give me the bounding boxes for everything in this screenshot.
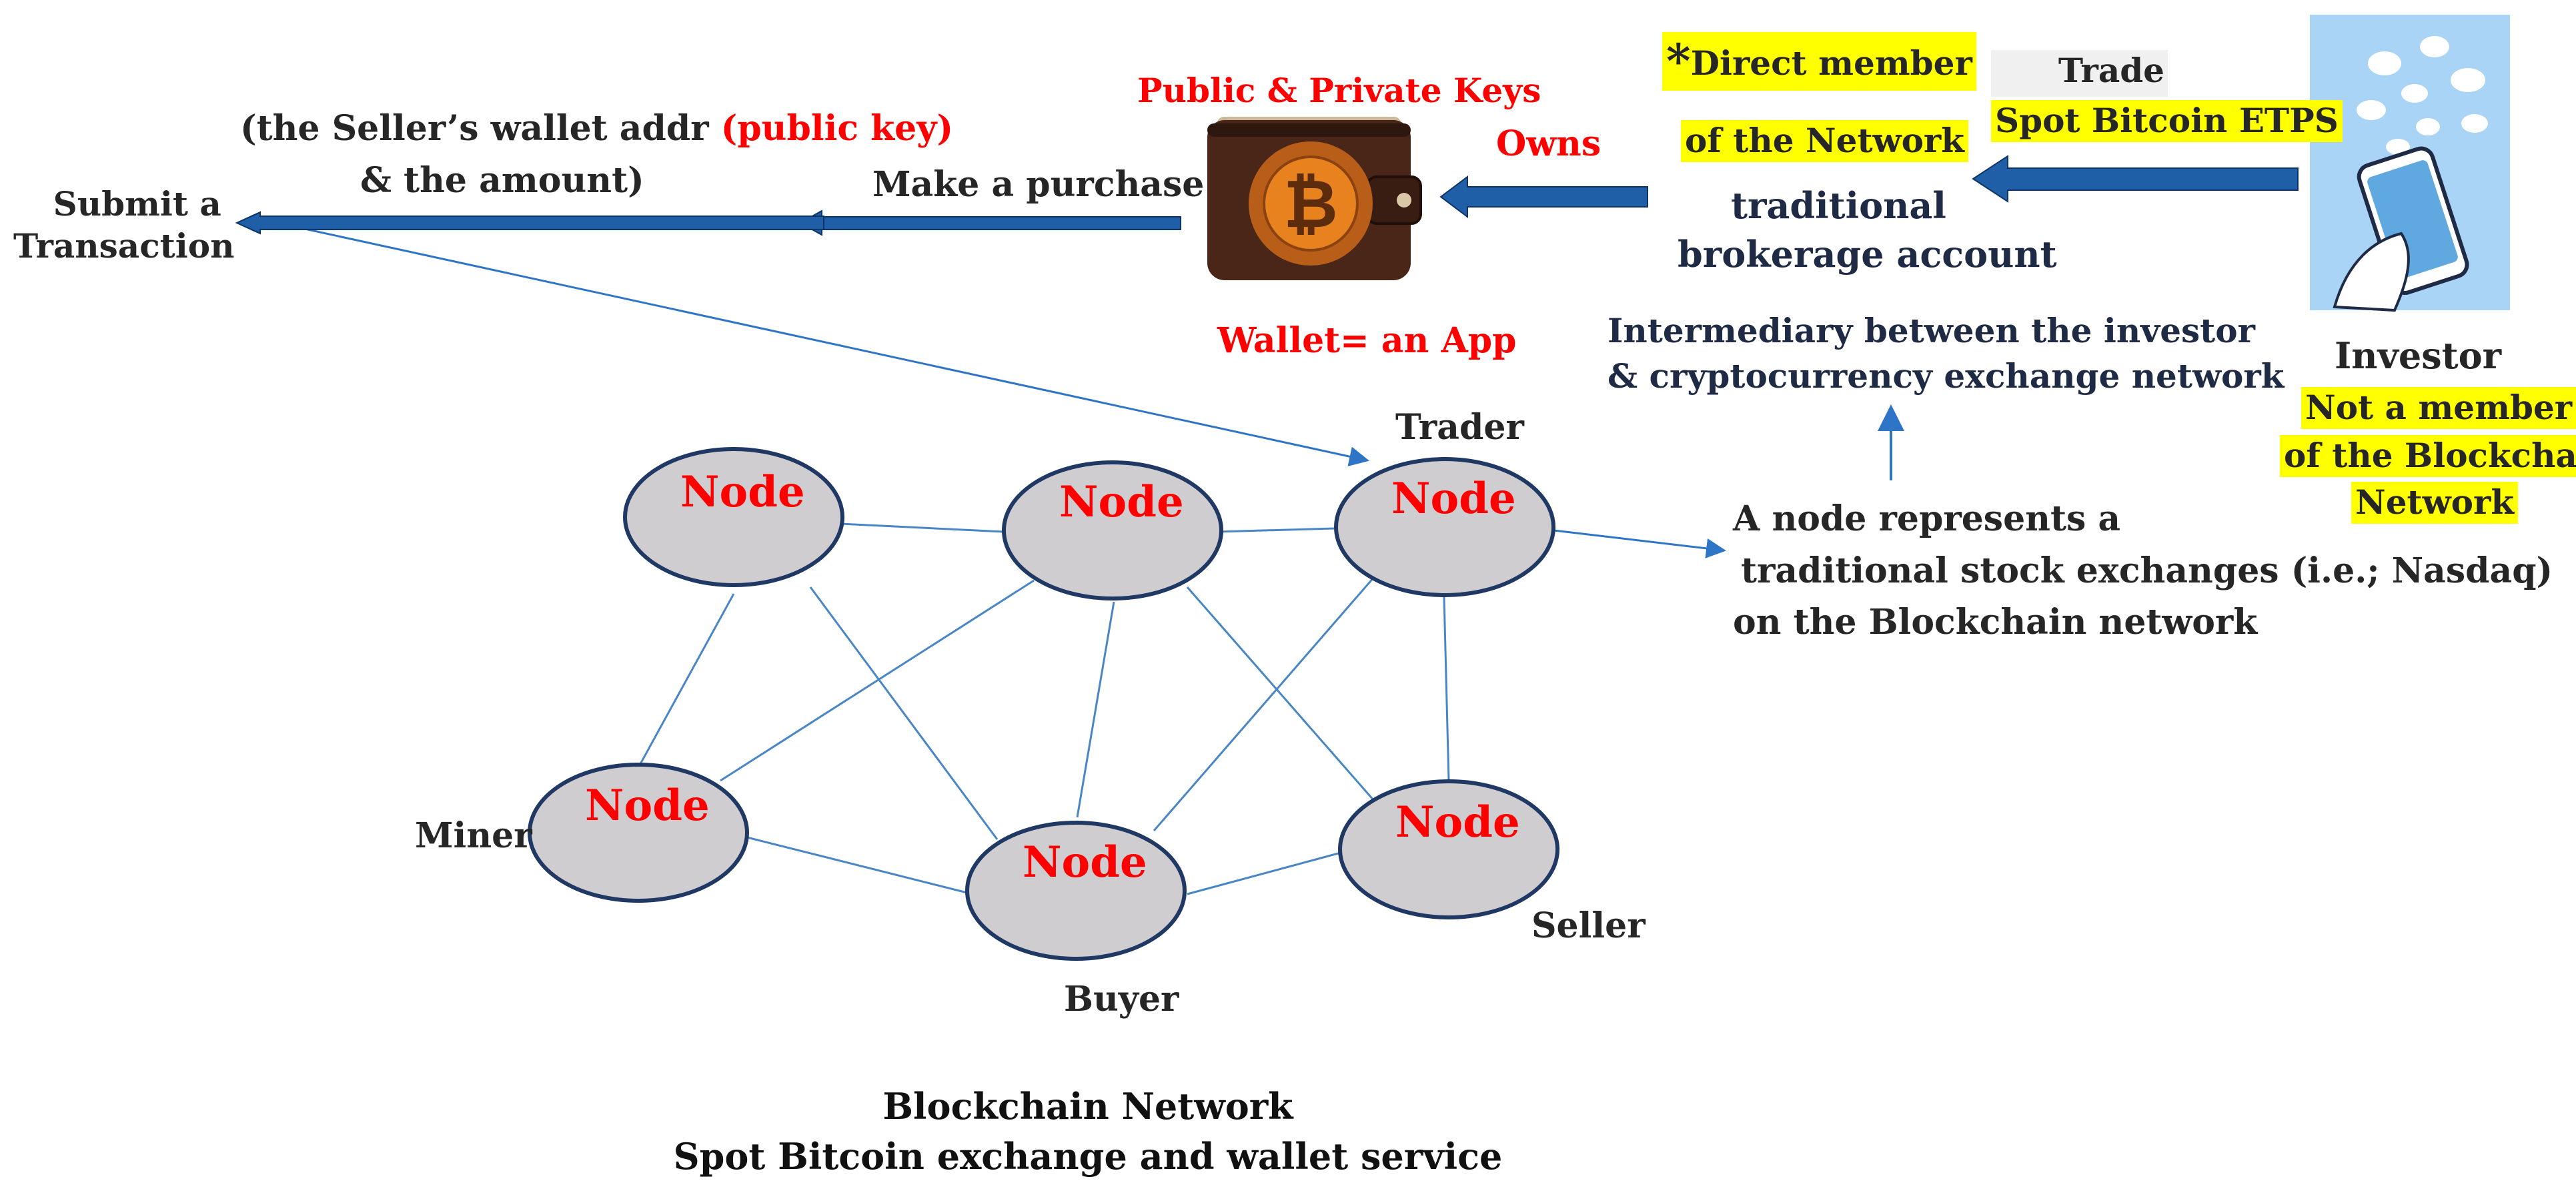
node-ellipses (528, 447, 1559, 961)
node-label-1: Node (680, 467, 805, 517)
block-arrows (235, 155, 2299, 236)
node-note-line1: A node represents a (1733, 498, 2121, 539)
edge-n1-n5 (809, 586, 999, 840)
seller-wallet-line1: (the Seller’s wallet addr (public key) (240, 107, 953, 150)
footer-line1: Blockchain Network (882, 1085, 1293, 1128)
edge-n5-n6 (1187, 851, 1341, 895)
node-label-5: Node (1023, 837, 1147, 887)
direct-member-label: *Direct member (1662, 32, 1976, 91)
brokerage-line1: traditional (1731, 184, 1946, 227)
seller-label: Seller (1531, 905, 1646, 946)
submit-arrow (235, 211, 824, 235)
intermediary-line2: & cryptocurrency exchange network (1607, 356, 2285, 396)
node-ellipse-5 (965, 821, 1187, 961)
investor-note1: Not a member (2301, 387, 2576, 429)
submit-line2: Transaction (13, 226, 235, 266)
node-label-4: Node (585, 781, 710, 831)
svg-text:₿: ₿ (1283, 165, 1338, 243)
transaction-to-trader-arrow (279, 222, 1369, 466)
intermediary-line1: Intermediary between the investor (1607, 311, 2255, 350)
brokerage-line2: brokerage account (1678, 233, 2057, 276)
trade-label: Trade (1991, 50, 2168, 97)
edge-n2-n5 (1076, 601, 1115, 818)
node-ellipse-1 (623, 447, 844, 587)
owns-arrow (1439, 175, 1648, 218)
footer-line2: Spot Bitcoin exchange and wallet service (673, 1135, 1503, 1178)
public-key-label: (public key) (720, 108, 954, 149)
member-star: * (1666, 33, 1691, 89)
edge-n1-n4 (639, 593, 735, 765)
node-note-arrow (1553, 529, 1726, 558)
public-private-keys-label: Public & Private Keys (1137, 71, 1541, 110)
node-ellipse-3 (1334, 457, 1555, 597)
trade-arrow (1972, 155, 2299, 203)
member-line1: Direct member (1690, 43, 1972, 83)
edge-n2-n4 (720, 579, 1035, 782)
edge-n3-n6 (1443, 596, 1450, 781)
buyer-label: Buyer (1064, 979, 1179, 1020)
node-ellipse-2 (1002, 460, 1223, 601)
bitcoin-wallet-icon: ₿ (1207, 117, 1422, 280)
network-edges (639, 522, 1450, 895)
spot-bitcoin-etps-label: Spot Bitcoin ETPS (1991, 100, 2343, 142)
node-ellipse-6 (1338, 779, 1559, 919)
node-note-line3: on the Blockchain network (1733, 602, 2258, 643)
edge-n1-n2 (840, 522, 1005, 533)
submit-line1: Submit a (53, 184, 221, 224)
seller-wallet-prefix: (the Seller’s wallet addr (240, 108, 721, 149)
edge-n4-n5 (746, 836, 968, 894)
investor-phone-icon (2310, 15, 2510, 312)
node-label-3: Node (1391, 474, 1516, 524)
owns-label: Owns (1496, 123, 1601, 164)
node-label-2: Node (1059, 477, 1184, 527)
wallet-app-label: Wallet= an App (1217, 320, 1517, 361)
miner-label: Miner (415, 815, 532, 856)
node-ellipse-4 (528, 763, 749, 903)
seller-wallet-line2: & the amount) (360, 160, 644, 201)
member-line2: of the Network (1681, 120, 1968, 162)
purchase-arrow (798, 210, 1181, 236)
edge-n3-n5 (1153, 576, 1375, 831)
node-label-6: Node (1395, 797, 1520, 847)
trader-label: Trader (1395, 407, 1524, 448)
make-purchase-label: Make a purchase (872, 164, 1205, 205)
submit-transaction-label: Submit a Transaction (13, 183, 234, 267)
investor-note2: of the Blockchain (2280, 435, 2576, 477)
investor-note3: Network (2351, 482, 2518, 524)
node-note-line2: traditional stock exchanges (i.e.; Nasda… (1741, 550, 2553, 591)
investor-label: Investor (2335, 334, 2502, 377)
edge-n2-n6 (1186, 586, 1375, 801)
edge-n2-n3 (1217, 527, 1335, 533)
